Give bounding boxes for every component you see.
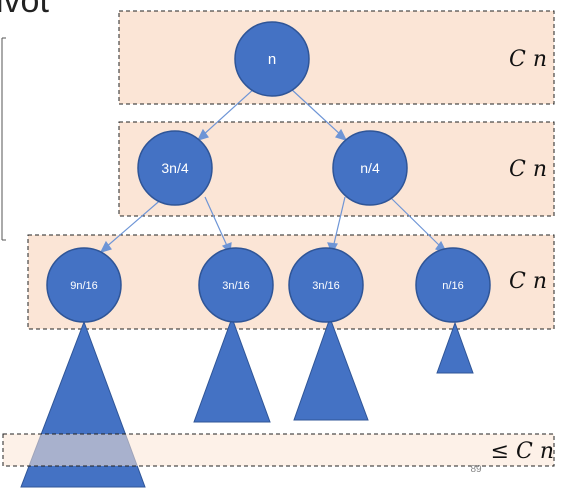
node-9n16: 9n/16 (46, 247, 122, 323)
node-9n16-label: 9n/16 (70, 280, 98, 292)
node-3n16-left-label: 3n/16 (222, 280, 250, 292)
edge-n-3n4-arrow (196, 128, 209, 141)
page-number: 89 (470, 464, 482, 475)
node-3n16-right: 3n/16 (288, 247, 364, 323)
node-3n16-right-circle (288, 247, 364, 323)
node-3n4-circle (137, 130, 213, 206)
node-n4-label: n/4 (360, 160, 380, 176)
level-cost-1: C n (509, 157, 547, 182)
node-3n16-right-label: 3n/16 (312, 280, 340, 292)
node-3n4-label: 3n/4 (161, 160, 188, 176)
edge-3n4-9n16-arrow (99, 240, 112, 253)
node-3n16-left-circle (198, 247, 274, 323)
level-cost-0: C n (509, 47, 547, 72)
tree-nodes: n 3n/4 n/4 9n/16 3n/16 3n/16 n/16 (46, 21, 491, 323)
node-root-label: n (268, 51, 276, 68)
subtree-triangle-3n16-left (193, 316, 271, 423)
edge-n4-3n16 (332, 196, 346, 249)
subtree-triangle-n16 (436, 321, 474, 374)
edge-n-n4 (289, 87, 343, 137)
edge-3n4-3n16 (204, 196, 229, 249)
node-9n16-circle (46, 247, 122, 323)
edge-n-n4-arrow (335, 128, 348, 141)
node-n16-label: n/16 (442, 280, 463, 292)
node-root-circle (234, 21, 310, 97)
level-band-0 (118, 10, 555, 105)
level-cost-2: C n (509, 269, 547, 294)
node-3n16-left: 3n/16 (198, 247, 274, 323)
edge-3n4-9n16 (104, 196, 165, 249)
title-fragment: ivot (0, 0, 49, 20)
node-n4: n/4 (332, 130, 408, 206)
node-n4-circle (332, 130, 408, 206)
node-3n4: 3n/4 (137, 130, 213, 206)
level-cost-3: ≤ C n (491, 439, 554, 464)
edge-n-3n4 (201, 87, 256, 137)
node-root: n (234, 21, 310, 97)
subtree-triangle-3n16-right (293, 316, 369, 421)
node-n16: n/16 (415, 247, 491, 323)
level-band-3 (2, 433, 555, 467)
node-n16-circle (415, 247, 491, 323)
edge-n4-n16 (389, 196, 443, 249)
